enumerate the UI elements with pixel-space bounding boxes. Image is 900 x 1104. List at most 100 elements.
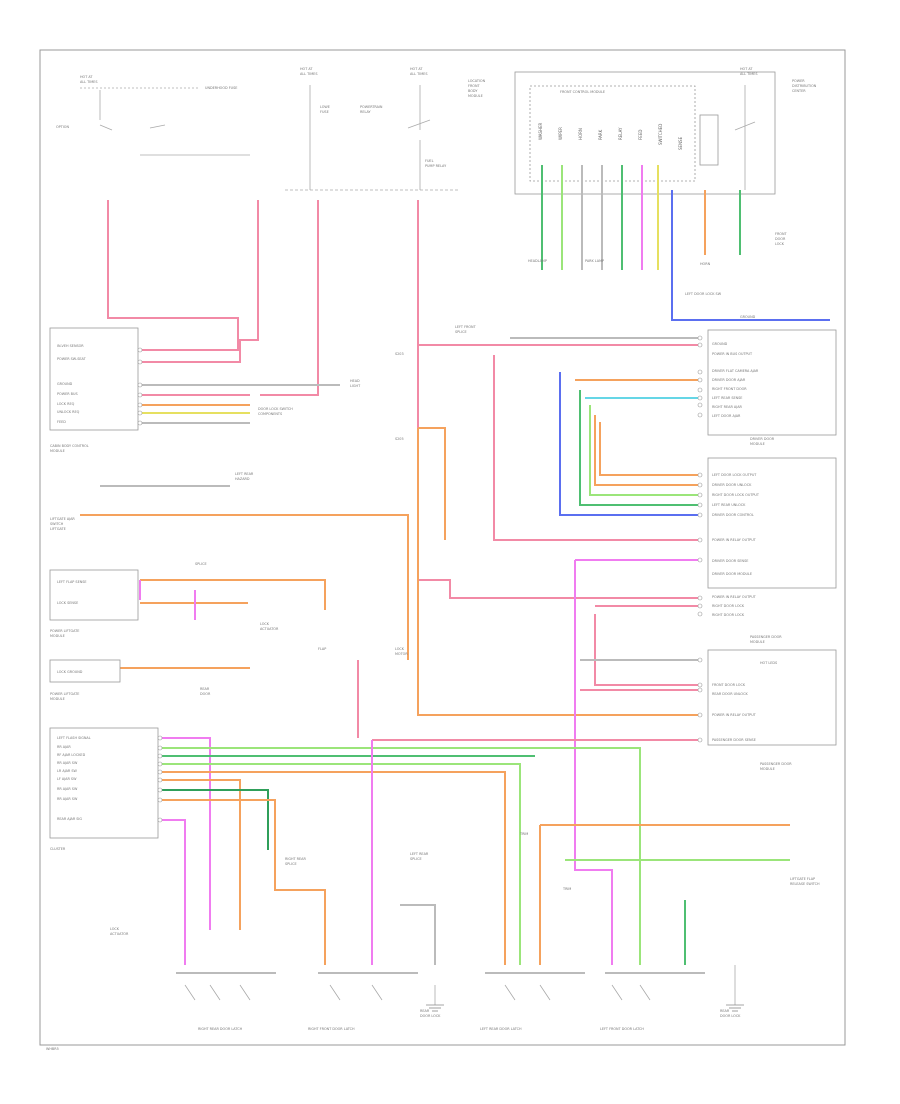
svg-text:FRONT DOOR LOCK: FRONT DOOR LOCK [712,683,746,687]
svg-text:RIGHT REAR AJAR: RIGHT REAR AJAR [712,405,743,409]
svg-text:ACTUATOR: ACTUATOR [110,932,129,936]
svg-text:DRIVER DOOR CONTROL: DRIVER DOOR CONTROL [712,513,754,517]
svg-text:LEFT FLAP SENSE: LEFT FLAP SENSE [57,580,87,584]
svg-text:RR AJAR SW: RR AJAR SW [57,787,78,791]
svg-text:GROUND: GROUND [57,382,73,386]
svg-text:RR AJAR SW: RR AJAR SW [57,797,78,801]
svg-text:LOCK SENSE: LOCK SENSE [57,601,78,605]
svg-text:FLAP: FLAP [318,647,326,651]
svg-text:LOCK GROUND: LOCK GROUND [57,670,83,674]
svg-text:HOT LEDS: HOT LEDS [760,661,777,665]
svg-text:LEFT REAR UNLOCK: LEFT REAR UNLOCK [712,503,746,507]
svg-text:DRIVER DOOR UNLOCK: DRIVER DOOR UNLOCK [712,483,752,487]
svg-text:HOT AT: HOT AT [300,67,313,71]
svg-text:PASSENGER DOOR SENSE: PASSENGER DOOR SENSE [712,738,756,742]
svg-text:DRIVER FLAT CAMERA AJAR: DRIVER FLAT CAMERA AJAR [712,369,759,373]
svg-text:PASSENGER DOOR: PASSENGER DOOR [750,635,782,639]
svg-text:LR AJAR SW: LR AJAR SW [57,769,77,773]
svg-text:S203: S203 [395,352,404,356]
svg-text:SPLICE: SPLICE [195,562,207,566]
svg-text:LOCK: LOCK [395,647,405,651]
cluster-wires [160,660,790,965]
svg-text:RF AJAR LOCKED: RF AJAR LOCKED [57,753,86,757]
svg-text:LEFT REAR: LEFT REAR [410,852,429,856]
svg-text:RIGHT DOOR LOCK OUTPUT: RIGHT DOOR LOCK OUTPUT [712,493,760,497]
svg-text:PUMP RELAY: PUMP RELAY [425,164,447,168]
svg-text:HORN: HORN [578,128,583,140]
svg-text:OPTION: OPTION [56,125,69,129]
svg-text:RIGHT FRONT DOOR: RIGHT FRONT DOOR [712,387,747,391]
svg-text:LOCK: LOCK [110,927,120,931]
svg-text:ALL TIMES: ALL TIMES [740,72,757,76]
svg-text:SPLICE: SPLICE [410,857,422,861]
svg-text:REAR: REAR [720,1009,730,1013]
svg-text:REAR: REAR [420,1009,430,1013]
svg-text:LEFT FLASH SIGNAL: LEFT FLASH SIGNAL [57,736,91,740]
door-latches: RIGHT REAR DOOR LATCH RIGHT FRONT DOOR L… [176,965,741,1031]
svg-text:ALL TIMES: ALL TIMES [300,72,317,76]
svg-text:HOT AT: HOT AT [410,67,423,71]
svg-text:REAR: REAR [200,687,210,691]
svg-text:LEFT FRONT: LEFT FRONT [455,325,477,329]
svg-text:LIFTGATE FLAP: LIFTGATE FLAP [790,877,815,881]
svg-text:RR AJAR: RR AJAR [57,745,71,749]
svg-text:RR AJAR SW: RR AJAR SW [57,761,78,765]
svg-text:DRIVER DOOR AJAR: DRIVER DOOR AJAR [712,378,746,382]
front-control-module: FRONT CONTROL MODULE WASHER WIPER HORN P… [514,71,776,195]
svg-text:RELAY: RELAY [360,110,372,114]
svg-text:LEFT REAR: LEFT REAR [235,472,254,476]
svg-text:LEFT FRONT DOOR LATCH: LEFT FRONT DOOR LATCH [600,1027,644,1031]
svg-text:RIGHT REAR DOOR LATCH: RIGHT REAR DOOR LATCH [198,1027,243,1031]
svg-text:LOCK: LOCK [260,622,270,626]
svg-text:FUSE: FUSE [320,110,329,114]
svg-text:HOT AT: HOT AT [80,75,93,79]
svg-text:RIGHT FRONT DOOR LATCH: RIGHT FRONT DOOR LATCH [308,1027,355,1031]
svg-text:RIGHT REAR: RIGHT REAR [285,857,306,861]
svg-text:MODULE: MODULE [50,449,65,453]
svg-text:MODULE: MODULE [750,442,765,446]
svg-text:LIFTGATE AJAR: LIFTGATE AJAR [50,517,75,521]
svg-text:HEAD: HEAD [350,379,360,383]
svg-text:LIFTGATE: LIFTGATE [50,527,66,531]
svg-text:LOWE: LOWE [320,105,330,109]
svg-text:LEFT DOOR LOCK OUTPUT: LEFT DOOR LOCK OUTPUT [712,473,757,477]
svg-text:HOT AT: HOT AT [740,67,753,71]
svg-text:TRIM: TRIM [562,887,571,891]
svg-text:MODULE: MODULE [50,634,65,638]
diagram-frame [39,49,846,1046]
svg-text:HORN: HORN [700,262,711,266]
svg-text:POWER IN RELAY OUTPUT: POWER IN RELAY OUTPUT [712,595,757,599]
svg-text:FEED: FEED [638,130,643,140]
svg-text:DOOR: DOOR [200,692,211,696]
svg-text:SWITCHED: SWITCHED [658,124,663,145]
svg-text:SWITCH: SWITCH [50,522,64,526]
right-connector-wires [372,337,700,965]
svg-text:SENSE: SENSE [678,136,683,150]
svg-text:POWER: POWER [792,79,805,83]
svg-text:HAZARD: HAZARD [235,477,250,481]
svg-text:POWER IN BUS OUTPUT: POWER IN BUS OUTPUT [712,352,753,356]
svg-text:DOOR LOCK: DOOR LOCK [420,1014,441,1018]
svg-text:LEFT REAR SENSE: LEFT REAR SENSE [712,396,742,400]
svg-text:CENTER: CENTER [792,89,806,93]
lock-switch-wires [80,485,409,669]
svg-text:UNLOCK REQ: UNLOCK REQ [57,410,80,414]
svg-text:ALL TIMES: ALL TIMES [80,80,97,84]
svg-text:PARK: PARK [598,129,603,140]
svg-text:DRIVER DOOR MODULE: DRIVER DOOR MODULE [712,572,752,576]
right-modules: GROUND POWER IN BUS OUTPUT DRIVER FLAT C… [707,329,837,886]
svg-text:RIGHT DOOR LOCK: RIGHT DOOR LOCK [712,604,745,608]
middle-labels: LEFT FRONT SPLICE S203 S205 HEAD LIGHT D… [110,232,788,936]
svg-text:SPLICE: SPLICE [455,330,467,334]
svg-text:SPLICE: SPLICE [285,862,297,866]
connector-pins [137,335,703,823]
svg-text:PARK LAMP: PARK LAMP [585,259,604,263]
svg-text:GROUND: GROUND [740,315,756,319]
fcm-output-stubs [541,165,830,321]
page-code: WHBR5 [46,1047,59,1051]
svg-text:MOTOR: MOTOR [395,652,408,656]
svg-text:POWER IN RELAY OUTPUT: POWER IN RELAY OUTPUT [712,713,757,717]
svg-text:POWER IN RELAY OUTPUT: POWER IN RELAY OUTPUT [712,538,757,542]
svg-text:MODULE: MODULE [50,697,65,701]
